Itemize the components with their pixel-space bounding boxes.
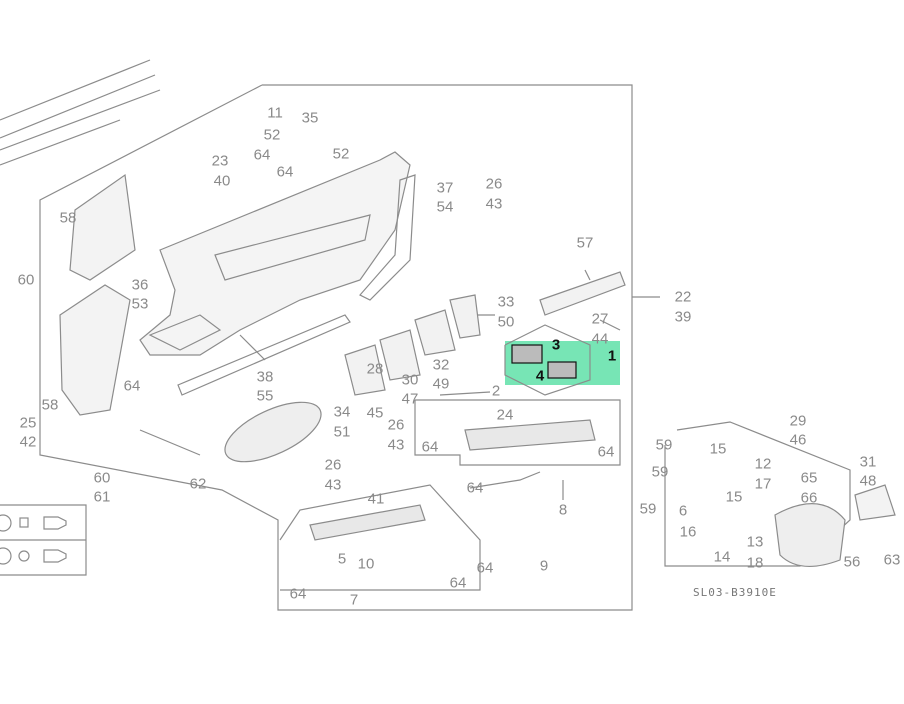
part-number-label[interactable]: 41 (367, 490, 385, 508)
part-number-label[interactable]: 59 (639, 500, 657, 518)
frame-mirror (664, 421, 851, 567)
part-number-label[interactable]: 30 (401, 371, 419, 389)
part-number-label[interactable]: 25 (19, 414, 37, 432)
part-number-label[interactable]: 52 (332, 145, 350, 163)
part-number-label[interactable]: 13 (746, 533, 764, 551)
part-number-label[interactable]: 44 (591, 330, 609, 348)
part-number-label[interactable]: 7 (349, 591, 359, 609)
part-number-label[interactable]: 10 (357, 555, 375, 573)
part-number-label[interactable]: 35 (301, 109, 319, 127)
part-number-label[interactable]: 26 (485, 175, 503, 193)
part-number-label[interactable]: 59 (651, 463, 669, 481)
part-number-label[interactable]: 60 (17, 271, 35, 289)
part-number-label[interactable]: 64 (449, 574, 467, 592)
frame-switch (504, 324, 591, 396)
part-number-label[interactable]: 5 (337, 550, 347, 568)
part-number-label[interactable]: 57 (576, 234, 594, 252)
part-number-label[interactable]: 6 (678, 502, 688, 520)
part-number-label[interactable]: 64 (253, 146, 271, 164)
part-number-label[interactable]: 58 (41, 396, 59, 414)
part-number-label[interactable]: 48 (859, 472, 877, 490)
part-number-label[interactable]: 43 (387, 436, 405, 454)
part-number-label[interactable]: 12 (754, 455, 772, 473)
part-number-label[interactable]: 55 (256, 387, 274, 405)
part-number-label[interactable]: 46 (789, 431, 807, 449)
part-number-label[interactable]: 64 (276, 163, 294, 181)
part-number-label[interactable]: 64 (421, 438, 439, 456)
part-number-label[interactable]: 63 (883, 551, 901, 569)
part-number-label[interactable]: 51 (333, 423, 351, 441)
part-number-label[interactable]: 64 (466, 479, 484, 497)
part-number-label[interactable]: 18 (746, 554, 764, 572)
part-number-label[interactable]: 17 (754, 475, 772, 493)
part-number-label[interactable]: 15 (725, 488, 743, 506)
part-number-label[interactable]: 11 (267, 104, 283, 122)
part-number-label[interactable]: 36 (131, 276, 149, 294)
part-number-label[interactable]: 61 (93, 488, 111, 506)
part-number-label[interactable]: 34 (333, 403, 351, 421)
part-number-label[interactable]: 54 (436, 198, 454, 216)
part-number-label[interactable]: 32 (432, 356, 450, 374)
drawing-code: SL03-B3910E (693, 586, 777, 599)
part-number-label[interactable]: 53 (131, 295, 149, 313)
part-number-label[interactable]: 50 (497, 313, 515, 331)
part-number-label[interactable]: 28 (366, 360, 384, 378)
part-number-label[interactable]: 33 (497, 293, 515, 311)
door-panel (139, 151, 411, 356)
part-number-label[interactable]: 26 (387, 416, 405, 434)
part-number-label[interactable]: 43 (485, 195, 503, 213)
part-number-label[interactable]: 43 (324, 476, 342, 494)
part-number-label[interactable]: 26 (324, 456, 342, 474)
part-number-label[interactable]: 16 (679, 523, 697, 541)
part-number-label[interactable]: 52 (263, 126, 281, 144)
part-number-label[interactable]: 64 (289, 585, 307, 603)
part-number-label[interactable]: 1 (607, 347, 617, 365)
part-number-label[interactable]: 23 (211, 152, 229, 170)
part-number-label[interactable]: 37 (436, 179, 454, 197)
part-number-label[interactable]: 56 (843, 553, 861, 571)
part-number-label[interactable]: 39 (674, 308, 692, 326)
part-number-label[interactable]: 8 (558, 501, 568, 519)
part-number-label[interactable]: 40 (213, 172, 231, 190)
part-number-label[interactable]: 14 (713, 548, 731, 566)
part-number-label[interactable]: 4 (535, 367, 545, 385)
part-number-label[interactable]: 31 (859, 453, 877, 471)
part-number-label[interactable]: 45 (366, 404, 384, 422)
part-number-label[interactable]: 15 (709, 440, 727, 458)
frame-24 (414, 399, 621, 466)
part-number-label[interactable]: 24 (496, 406, 514, 424)
part-number-label[interactable]: 64 (476, 559, 494, 577)
part-number-label[interactable]: 2 (491, 382, 501, 400)
part-number-label[interactable]: 47 (401, 390, 419, 408)
part-number-label[interactable]: 58 (59, 209, 77, 227)
part-number-label[interactable]: 29 (789, 412, 807, 430)
frame-41 (279, 484, 481, 591)
frame-main (39, 84, 633, 611)
part-number-label[interactable]: 9 (539, 557, 549, 575)
part-number-label[interactable]: 59 (655, 436, 673, 454)
part-number-label[interactable]: 64 (123, 377, 141, 395)
part-number-label[interactable]: 62 (189, 475, 207, 493)
part-number-label[interactable]: 49 (432, 375, 450, 393)
part-number-label[interactable]: 42 (19, 433, 37, 451)
part-number-label[interactable]: 27 (591, 310, 609, 328)
part-number-label[interactable]: 66 (800, 489, 818, 507)
part-number-label[interactable]: 65 (800, 469, 818, 487)
part-number-label[interactable]: 64 (597, 443, 615, 461)
part-number-label[interactable]: 22 (674, 288, 692, 306)
part-number-label[interactable]: 60 (93, 469, 111, 487)
part-number-label[interactable]: 38 (256, 368, 274, 386)
part-number-label[interactable]: 3 (551, 336, 561, 354)
